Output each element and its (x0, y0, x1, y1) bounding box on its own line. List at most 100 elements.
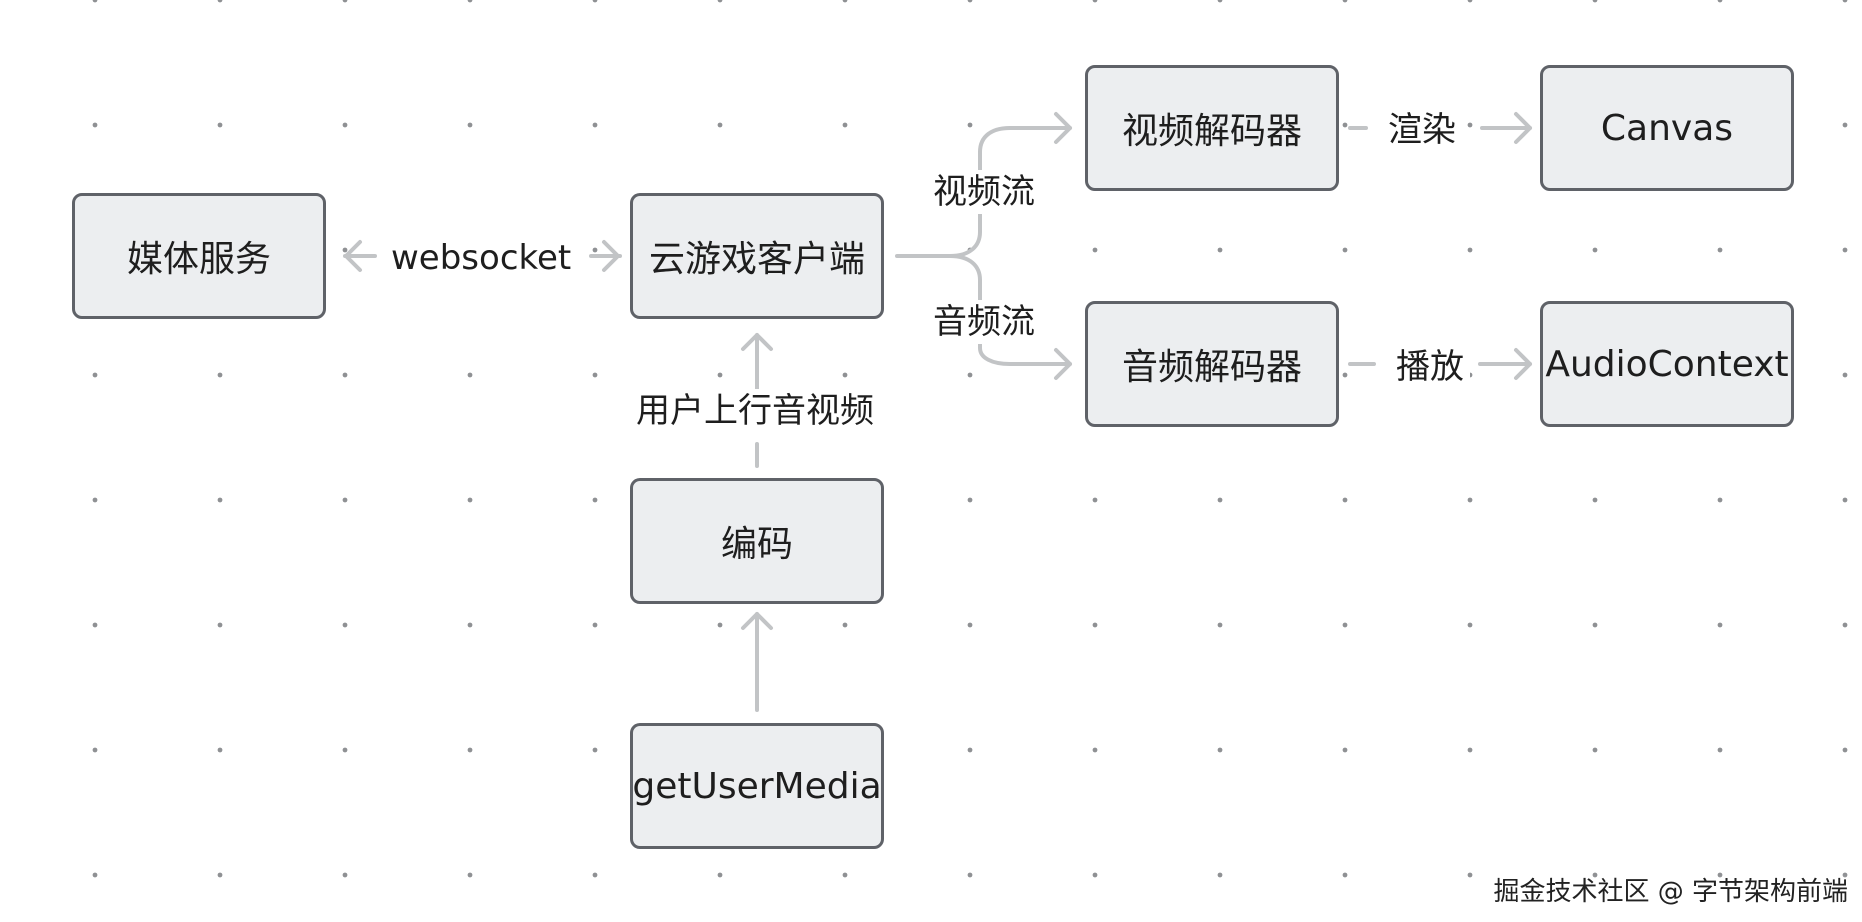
grid-dot (1717, 747, 1723, 753)
grid-dot (467, 872, 473, 878)
edge-label-user-upstream: 用户上行音视频 (630, 389, 880, 433)
node-audio-decoder[interactable]: 音频解码器 (1085, 301, 1339, 427)
grid-dot (467, 497, 473, 503)
grid-dot (1842, 497, 1848, 503)
grid-dot (592, 622, 598, 628)
grid-dot (717, 122, 723, 128)
grid-dot (592, 747, 598, 753)
grid-dot (1842, 622, 1848, 628)
grid-dot (1342, 372, 1348, 378)
grid-dot (92, 872, 98, 878)
grid-dot (217, 0, 223, 3)
grid-dot (1092, 497, 1098, 503)
grid-dot (92, 747, 98, 753)
grid-dot (1592, 622, 1598, 628)
grid-dot (92, 122, 98, 128)
edge-label-audio-stream: 音频流 (927, 300, 1041, 344)
connector-audio-branch (948, 254, 1072, 366)
grid-dot (1467, 747, 1473, 753)
grid-dot (1342, 247, 1348, 253)
grid-dot (717, 0, 723, 3)
node-media-service[interactable]: 媒体服务 (72, 193, 326, 319)
grid-dot (342, 747, 348, 753)
grid-dot (467, 0, 473, 3)
grid-dot (1342, 497, 1348, 503)
node-encode-label: 编码 (720, 524, 793, 565)
node-video-decoder-label: 视频解码器 (1121, 111, 1302, 152)
arrowhead-to-audio-decoder (1054, 348, 1072, 380)
arrowhead-to-audio-context (1514, 348, 1532, 380)
grid-dot (217, 747, 223, 753)
grid-dot (1342, 122, 1348, 128)
node-audio-decoder-label: 音频解码器 (1121, 347, 1302, 388)
grid-dot (342, 247, 348, 253)
grid-dot (1842, 122, 1848, 128)
grid-dot (1092, 622, 1098, 628)
grid-dot (1342, 747, 1348, 753)
grid-dot (592, 372, 598, 378)
grid-dot (342, 497, 348, 503)
grid-dot (1717, 497, 1723, 503)
grid-dot (842, 122, 848, 128)
grid-dot (717, 872, 723, 878)
grid-dot (1592, 497, 1598, 503)
grid-dot (842, 0, 848, 3)
grid-dot (592, 122, 598, 128)
grid-dot (1592, 747, 1598, 753)
node-canvas-label: Canvas (1600, 107, 1734, 149)
grid-dot (1217, 872, 1223, 878)
grid-dot (467, 372, 473, 378)
grid-dot (842, 372, 848, 378)
node-cloud-game-client-label: 云游戏客户端 (648, 239, 865, 280)
grid-dot (1092, 247, 1098, 253)
grid-dot (1342, 0, 1348, 3)
grid-dot (1842, 872, 1848, 878)
arrowhead-to-cloud-client (602, 240, 620, 272)
node-encode[interactable]: 编码 (630, 478, 884, 604)
grid-dot (217, 372, 223, 378)
grid-dot (967, 872, 973, 878)
grid-dot (467, 747, 473, 753)
grid-dot (1717, 872, 1723, 878)
edge-label-play: 播放 (1390, 345, 1470, 389)
grid-dot (592, 872, 598, 878)
grid-dot (1217, 747, 1223, 753)
grid-dot (467, 622, 473, 628)
grid-dot (342, 0, 348, 3)
grid-dot (1592, 0, 1598, 3)
grid-dot (1842, 747, 1848, 753)
grid-dot (1592, 247, 1598, 253)
grid-dot (592, 497, 598, 503)
node-get-user-media[interactable]: getUserMedia (630, 723, 884, 849)
edge-label-video-stream: 视频流 (927, 170, 1041, 214)
grid-dot (1467, 0, 1473, 3)
edge-label-render: 渲染 (1382, 108, 1462, 152)
grid-dot (1217, 622, 1223, 628)
watermark: 掘金技术社区 @ 字节架构前端 (1493, 877, 1848, 907)
node-video-decoder[interactable]: 视频解码器 (1085, 65, 1339, 191)
grid-dot (217, 622, 223, 628)
node-cloud-game-client[interactable]: 云游戏客户端 (630, 193, 884, 319)
grid-dot (467, 122, 473, 128)
grid-dot (92, 372, 98, 378)
node-audio-context[interactable]: AudioContext (1540, 301, 1794, 427)
grid-dot (217, 122, 223, 128)
grid-dot (967, 747, 973, 753)
grid-dot (1717, 0, 1723, 3)
grid-dot (92, 0, 98, 3)
grid-dot (842, 622, 848, 628)
grid-dot (967, 372, 973, 378)
grid-dot (1342, 872, 1348, 878)
grid-dot (717, 622, 723, 628)
grid-dot (592, 247, 598, 253)
node-get-user-media-label: getUserMedia (632, 765, 882, 807)
grid-dot (342, 622, 348, 628)
edge-label-websocket: websocket (385, 236, 578, 280)
grid-dot (717, 372, 723, 378)
grid-dot (967, 497, 973, 503)
grid-dot (1842, 0, 1848, 3)
grid-dot (1092, 747, 1098, 753)
arrowhead-to-canvas (1514, 112, 1532, 144)
grid-dot (342, 872, 348, 878)
node-canvas[interactable]: Canvas (1540, 65, 1794, 191)
